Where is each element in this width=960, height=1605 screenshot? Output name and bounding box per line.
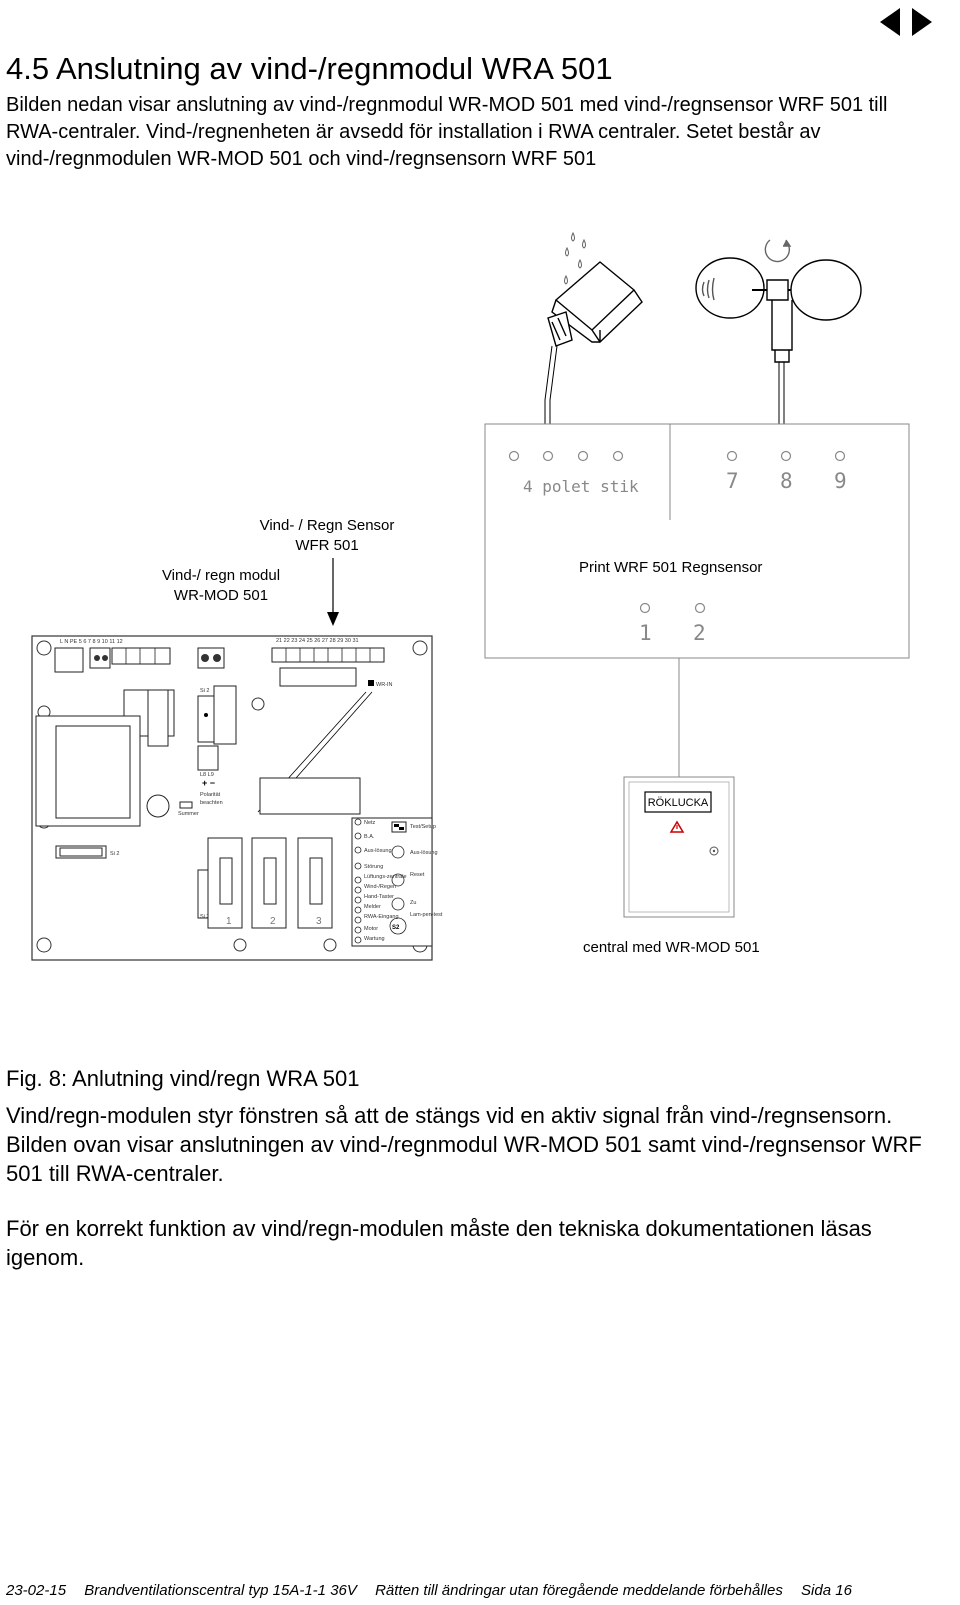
central-label: central med WR-MOD 501 [583, 939, 760, 956]
footer-date: 23-02-15 [6, 1582, 67, 1599]
pcb-s2-label: S2 [392, 925, 400, 931]
pcb-panel-storung: Störung [364, 864, 383, 870]
pcb-terminal-labels: L N PE 5 6 7 8 9 10 11 12 [60, 639, 123, 645]
pcb-panel-zu: Zu [410, 900, 416, 906]
print-plug-label: 4 polet stik [523, 477, 639, 496]
rain-sensor-drawing [544, 231, 643, 430]
pcb-panel-auslosung: Aus-lösung [364, 848, 392, 854]
pcb-panel-handtaster: Hand-Taster [364, 894, 394, 900]
double-arrow-nav-icon[interactable] [878, 6, 934, 38]
sensor-arrow-icon [327, 612, 339, 626]
pcb-wr-in-label: WR-IN [376, 682, 393, 688]
pcb-panel-wartung: Wartung [364, 936, 385, 942]
pcb-panel-r-auslosung: Aus-lösung [410, 850, 438, 856]
sensor-label-line1: Vind- / Regn Sensor [260, 517, 395, 534]
pcb-relay-2: 2 [270, 916, 276, 927]
pcb-panel-ba: B.A. [364, 834, 375, 840]
pcb-panel-windregen: Wind-/Regen [364, 884, 396, 890]
pcb-panel-melder: Melder [364, 904, 381, 910]
figure-caption: Fig. 8: Anlutning vind/regn WRA 501 [6, 1066, 360, 1091]
pcb-terminal-labels-2: 21 22 23 24 25 26 27 28 29 30 31 [276, 638, 359, 644]
footer-document: Brandventilationscentral typ 15A-1-1 36V [84, 1582, 357, 1599]
warning-icon [669, 820, 685, 833]
roklucka-label: RÖKLUCKA [648, 797, 709, 809]
pcb-relay-3: 3 [316, 916, 322, 927]
module-label-line1: Vind-/ regn modul [162, 567, 280, 584]
print-terminal-9: 9 [834, 469, 847, 493]
pcb-panel-motor: Motor [364, 926, 378, 932]
body-paragraph-1: Vind/regn-modulen styr fönstren så att d… [6, 1103, 922, 1186]
wiring-diagram: 4 polet stik 7 8 9 1 2 Print WRF 501 Reg… [31, 231, 910, 961]
footer-page-number: Sida 16 [801, 1582, 852, 1599]
pcb-si3-label: Si 3 [200, 914, 209, 920]
pcb-beachten-label: beachten [200, 800, 223, 806]
svg-text:Si 2: Si 2 [110, 851, 119, 857]
pcb-l8-l9-label: L8 L9 [200, 772, 214, 778]
body-paragraph-2: För en korrekt funktion av vind/regn-mod… [6, 1216, 872, 1270]
pcb-panel-test: Test/Setup [410, 824, 436, 830]
pcb-module: L N PE 5 6 7 8 9 10 11 12 21 22 23 24 25… [31, 635, 443, 961]
print-terminal-7: 7 [726, 469, 739, 493]
footer-rights: Rätten till ändringar utan föregående me… [375, 1582, 783, 1599]
module-label-line2: WR-MOD 501 [174, 587, 268, 604]
svg-text:+ −: + − [202, 778, 215, 788]
pcb-panel-lampentest: Lam-pen-test [410, 912, 443, 918]
pcb-si2-label: Si 2 [200, 688, 209, 694]
page-footer: 23-02-15 Brandventilationscentral typ 15… [6, 1582, 956, 1599]
pcb-panel-luftung: Lüftungs-zentrale [364, 874, 407, 880]
pcb-panel-rwa: RWA-Eingang [364, 914, 399, 920]
pcb-polaritat-label: Polarität [200, 792, 221, 798]
pcb-relay-1: 1 [226, 916, 232, 927]
pcb-panel-netz: Netz [364, 820, 376, 826]
intro-paragraph: Bilden nedan visar anslutning av vind-/r… [6, 94, 888, 170]
print-terminal-2: 2 [693, 621, 706, 645]
sensor-label-line2: WFR 501 [295, 537, 358, 554]
pcb-summer-label: Summer [178, 811, 199, 817]
print-terminal-1: 1 [639, 621, 652, 645]
anemometer-drawing [695, 239, 862, 430]
section-heading: 4.5 Anslutning av vind-/regnmodul WRA 50… [6, 51, 613, 86]
print-terminal-8: 8 [780, 469, 793, 493]
print-label: Print WRF 501 Regnsensor [579, 559, 762, 576]
print-wrf-box: 4 polet stik 7 8 9 1 2 Print WRF 501 Reg… [484, 423, 910, 659]
central-enclosure: RÖKLUCKA [623, 776, 735, 918]
pcb-panel-reset: Reset [410, 872, 425, 878]
